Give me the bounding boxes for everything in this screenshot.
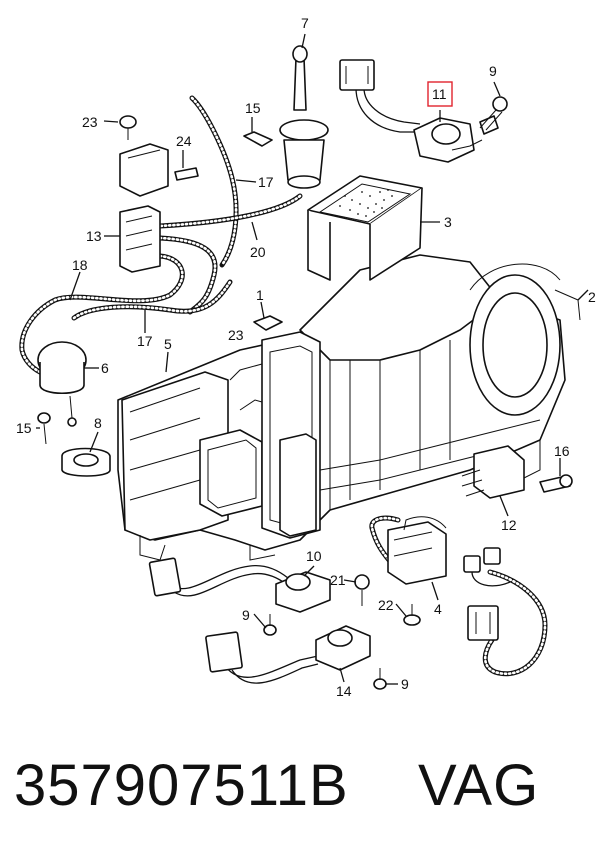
- callout-9-mid: 9: [242, 607, 250, 623]
- filter-mesh: [339, 189, 393, 217]
- callout-11-highlight-box: [427, 81, 453, 107]
- callout-3: 3: [444, 214, 452, 230]
- callout-24: 24: [176, 133, 192, 149]
- part-8-clip: [61, 447, 111, 477]
- part-23-24-bracket: [119, 115, 199, 197]
- part-15-screw-upper: [243, 131, 273, 147]
- part-9-screw-lower: [373, 668, 387, 690]
- heater-housing: [117, 254, 581, 561]
- part-16-screw: [539, 474, 573, 493]
- callout-4: 4: [434, 601, 442, 617]
- callout-12: 14: [336, 683, 352, 699]
- part-6-actuator: [37, 341, 87, 427]
- callout-5: 5: [164, 336, 172, 352]
- air-inlet-box: [307, 175, 423, 281]
- part-1-clip: [253, 315, 283, 331]
- part-number: 357907511B: [14, 753, 349, 818]
- part-12-servo-motor: [315, 625, 371, 671]
- callout-19: 18: [72, 257, 88, 273]
- callout-9-lower: 9: [401, 676, 409, 692]
- callout-14: 13: [86, 228, 102, 244]
- callout-15-upper: 15: [245, 100, 261, 116]
- part-9-screw-mid: [263, 614, 277, 636]
- callout-16: 16: [554, 443, 570, 459]
- part-15-screw-lower: [37, 412, 51, 445]
- callout-1: 1: [256, 287, 264, 303]
- callout-labels: 7 9 11 23 15 24 17 13 20 3 18 17 1 23 2 …: [16, 15, 596, 699]
- callout-2: 2: [588, 289, 596, 305]
- part-7-control-knob: [279, 45, 329, 189]
- callout-21: 21: [330, 572, 346, 588]
- brand-name: VAG: [418, 753, 540, 818]
- callout-17: 17: [137, 333, 153, 349]
- vacuum-hoses: [19, 95, 548, 677]
- callout-9-top: 9: [489, 63, 497, 79]
- wire-harnesses: [148, 59, 511, 684]
- caption-bar: 357907511B VAG: [0, 752, 600, 832]
- part-21-grommet: [354, 574, 370, 606]
- callout-20: 20: [250, 244, 266, 260]
- callout-10: 10: [306, 548, 322, 564]
- part-23-screw-lower: [403, 604, 421, 626]
- callout-22: 23: [228, 327, 244, 343]
- part-14-valve-block: [119, 205, 161, 273]
- part-11-sensor: [413, 115, 499, 163]
- callout-13: 12: [501, 517, 517, 533]
- callout-8: 8: [94, 415, 102, 431]
- part-9-screw-top: [479, 96, 508, 131]
- callout-7: 7: [301, 15, 309, 31]
- part-4-control-module: [387, 516, 447, 585]
- leader-lines: [36, 33, 589, 685]
- callout-23-top: 23: [82, 114, 98, 130]
- callout-23-lower: 22: [378, 597, 394, 613]
- part-10-servo-motor: [275, 571, 331, 613]
- callout-18: 17: [258, 174, 274, 190]
- callout-6: 6: [101, 360, 109, 376]
- callout-11: 11: [432, 86, 447, 102]
- part-13-resistor: [461, 445, 525, 499]
- callout-15-lower: 15: [16, 420, 32, 436]
